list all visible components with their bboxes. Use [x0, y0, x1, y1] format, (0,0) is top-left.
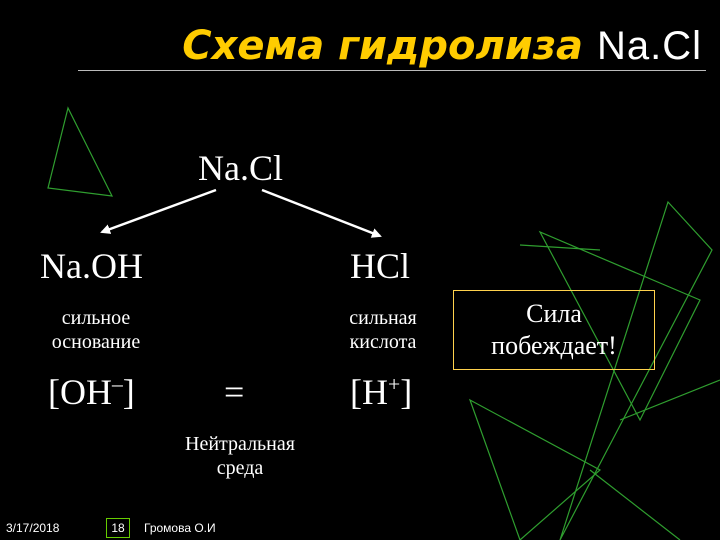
result-line2: среда [216, 457, 264, 479]
hydroxide-ion-charge: – [111, 372, 123, 396]
decor-triangle-right-2 [538, 230, 701, 422]
decor-line-right-2 [589, 469, 681, 540]
result-text: Нейтральная среда [165, 432, 315, 480]
decor-triangle-right-3 [468, 398, 602, 540]
acid-description-line1: сильная [349, 307, 417, 329]
footer-author: Громова О.И [144, 521, 216, 535]
title-text: Схема гидролиза [182, 23, 584, 69]
equality-sign: = [224, 372, 245, 412]
hydrogen-ion-charge: + [388, 372, 401, 396]
title-formula: Na.Cl [596, 24, 702, 68]
base-description-line2: основание [51, 331, 141, 353]
page-number: 18 [106, 518, 130, 538]
acid-description: сильная кислота [328, 306, 438, 354]
hydrogen-ion-symbol: [H [350, 372, 388, 412]
arrow-to-base [100, 188, 217, 234]
hydrogen-ion: [H+] [350, 372, 412, 412]
hydroxide-ion: [OH–] [48, 372, 135, 412]
hydrogen-ion-bracket: ] [400, 372, 413, 412]
callout-line2: побеждает! [491, 331, 617, 360]
salt-formula: Na.Cl [198, 148, 283, 188]
footer-date: 3/17/2018 [6, 521, 60, 535]
acid-description-line2: кислота [349, 331, 417, 353]
callout-line1: Сила [526, 299, 582, 328]
hydroxide-ion-bracket: ] [122, 372, 135, 412]
arrow-to-acid [261, 188, 382, 238]
callout-box: Сила побеждает! [453, 290, 655, 370]
result-line1: Нейтральная [185, 433, 295, 455]
decor-line-right-1 [619, 379, 720, 421]
base-description-line1: сильное [61, 307, 131, 329]
page-title: Схема гидролиза Na.Cl [0, 16, 720, 76]
base-description: сильное основание [36, 306, 156, 354]
decor-triangle-left [47, 106, 114, 197]
decor-line-right-3 [519, 244, 601, 251]
acid-formula: HCl [350, 246, 411, 286]
base-formula: Na.OH [40, 246, 143, 286]
hydroxide-ion-symbol: [OH [48, 372, 112, 412]
title-underline [78, 70, 706, 71]
